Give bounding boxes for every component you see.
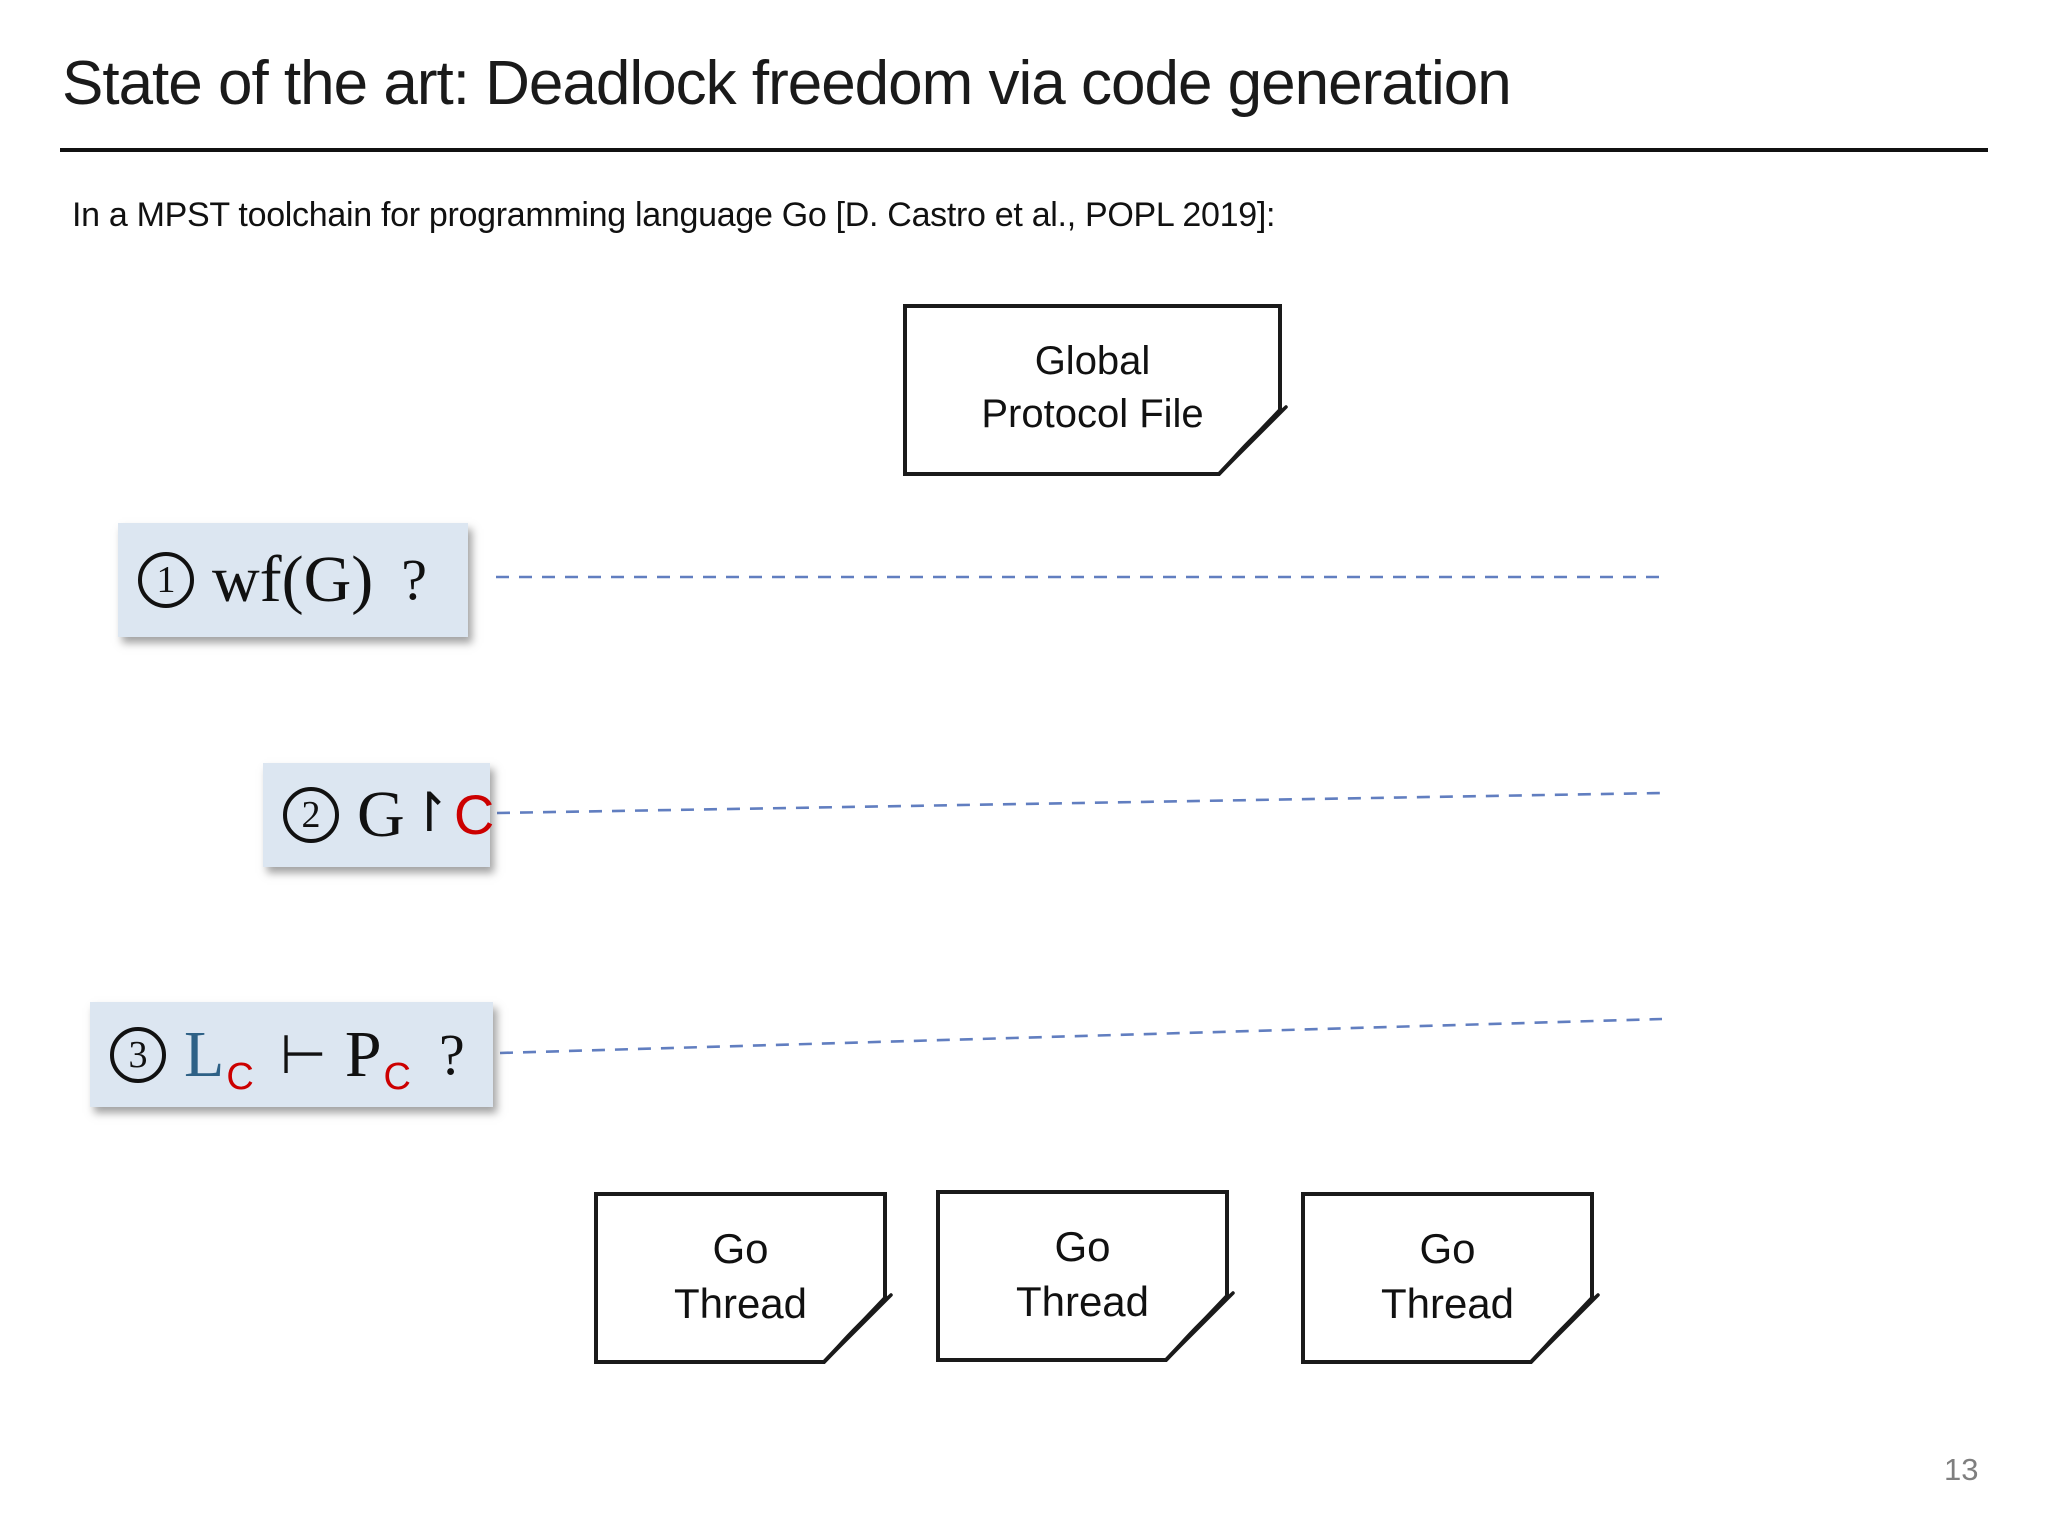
- subscript-c-red-2: C: [383, 1055, 411, 1098]
- doc-label-line2: Thread: [673, 1280, 808, 1327]
- formula-wf-g: wf(G): [212, 543, 374, 616]
- document-icon: [594, 1192, 893, 1364]
- document-icon: [936, 1190, 1235, 1362]
- folded-corner-icon: [1217, 405, 1288, 476]
- circled-number-3: 3: [110, 1026, 166, 1083]
- formula-p: P: [344, 1017, 382, 1091]
- page-title: State of the art: Deadlock freedom via c…: [62, 49, 1512, 118]
- global-protocol-file-label: Global Protocol File: [902, 303, 1283, 473]
- page-number: 13: [1944, 1452, 1979, 1487]
- question-mark: ?: [401, 547, 428, 612]
- document-icon: [1301, 1192, 1600, 1364]
- subtitle: In a MPST toolchain for programming lang…: [72, 196, 1276, 234]
- dashed-connector-2: [496, 791, 1663, 815]
- go-thread-box-2: Go Thread: [935, 1189, 1238, 1363]
- folded-corner-icon: [1164, 1291, 1235, 1362]
- go-thread-label: Go Thread: [593, 1191, 888, 1361]
- doc-label-line2: Protocol File: [981, 392, 1204, 436]
- circled-number-2: 2: [283, 787, 339, 843]
- formula-g: G: [357, 778, 405, 851]
- document-icon: [903, 304, 1288, 476]
- dashed-connector-3: [499, 1017, 1663, 1055]
- restriction-symbol: ↾: [406, 781, 452, 844]
- step-label-2: 2 G ↾ C: [263, 763, 494, 867]
- circled-number-1: 1: [138, 552, 194, 608]
- title-underline: [60, 148, 1988, 152]
- go-thread-label: Go Thread: [935, 1189, 1230, 1359]
- subscript-c-red: C: [226, 1055, 254, 1098]
- formula-c-red: C: [453, 783, 495, 846]
- go-thread-box-3: Go Thread: [1300, 1191, 1603, 1365]
- go-thread-label: Go Thread: [1300, 1191, 1595, 1361]
- doc-label-line1: Global: [1034, 339, 1151, 383]
- turnstile-symbol: ⊢: [279, 1022, 327, 1086]
- folded-corner-icon: [1529, 1293, 1600, 1364]
- question-mark-2: ?: [439, 1021, 465, 1087]
- doc-label-line2: Thread: [1380, 1280, 1515, 1327]
- go-thread-box-1: Go Thread: [593, 1191, 896, 1365]
- doc-label-line2: Thread: [1015, 1278, 1150, 1325]
- doc-label-line1: Go: [1419, 1225, 1476, 1272]
- doc-label-line1: Go: [712, 1225, 769, 1272]
- doc-label-line1: Go: [1054, 1223, 1111, 1270]
- step-label-3: 3 L C ⊢ P C ?: [90, 1002, 493, 1107]
- step-label-1: 1 wf(G) ?: [118, 523, 468, 637]
- folded-corner-icon: [822, 1293, 893, 1364]
- formula-l-blue: L: [184, 1017, 225, 1091]
- global-protocol-file-box: Global Protocol File: [902, 303, 1291, 477]
